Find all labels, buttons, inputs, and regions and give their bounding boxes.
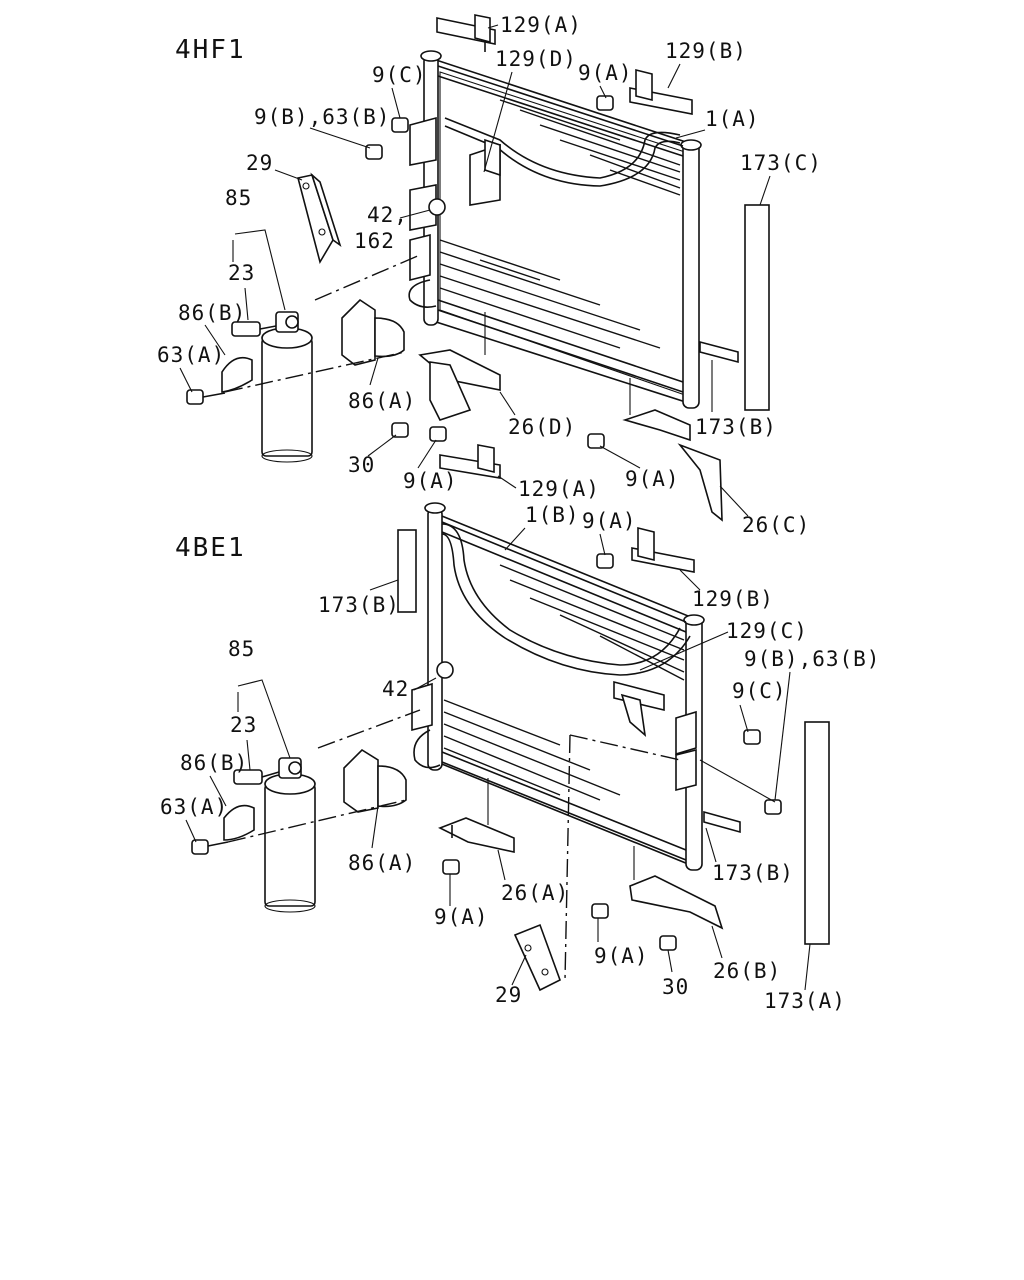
sensor-42-162 <box>428 198 446 216</box>
bracket-129b-top <box>629 68 693 115</box>
receiver-dryer-85-bottom <box>233 757 316 913</box>
label-85-bottom: 85 <box>228 637 255 661</box>
label-23-top: 23 <box>228 261 255 285</box>
label-26b: 26(B) <box>713 959 781 983</box>
bracket-129d <box>469 138 501 206</box>
label-29-bottom: 29 <box>495 983 522 1007</box>
seal-173c <box>744 204 770 411</box>
label-9c-bottom: 9(C) <box>732 679 787 703</box>
label-9c-top: 9(C) <box>372 63 427 87</box>
label-173a: 173(A) <box>764 989 846 1013</box>
bracket-26d <box>418 349 501 421</box>
label-86b-bottom: 86(B) <box>180 751 248 775</box>
clamp-86b-bottom <box>223 804 255 841</box>
label-9b-63b-top: 9(B),63(B) <box>254 105 390 129</box>
bracket-29-top <box>297 172 342 265</box>
leaders-4hf1 <box>179 24 771 517</box>
label-173c: 173(C) <box>740 151 822 175</box>
label-30-top: 30 <box>348 453 375 477</box>
bracket-26b <box>629 875 724 930</box>
bolt-9a-top-bottom <box>596 553 614 569</box>
label-9a-top: 9(A) <box>578 61 633 85</box>
bracket-29-bottom <box>513 923 561 992</box>
label-173b-left: 173(B) <box>318 593 400 617</box>
bolt-63a-bottom <box>191 839 229 855</box>
section-title-4hf1: 4HF1 <box>175 35 246 65</box>
label-1a: 1(A) <box>705 107 760 131</box>
bolt-30-top <box>391 422 409 438</box>
label-129b-top: 129(B) <box>665 39 747 63</box>
label-173b-top: 173(B) <box>695 415 777 439</box>
bolt-9a-top <box>596 95 614 111</box>
bracket-129c <box>613 680 665 738</box>
label-9a-right-top: 9(A) <box>625 467 680 491</box>
label-42-top: 42, <box>367 203 408 227</box>
label-26c: 26(C) <box>742 513 810 537</box>
bolt-63a-top <box>186 389 226 405</box>
label-86a-top: 86(A) <box>348 389 416 413</box>
bracket-26c <box>622 409 723 522</box>
label-1b: 1(B) <box>525 503 580 527</box>
label-9a-left-bottom: 9(A) <box>434 905 489 929</box>
label-173b-right: 173(B) <box>712 861 794 885</box>
label-26a: 26(A) <box>501 881 569 905</box>
bolt-9a-right-top <box>587 433 605 449</box>
label-86b-top: 86(B) <box>178 301 246 325</box>
bracket-86a-bottom <box>343 748 407 813</box>
bolt-9b-63b-bottom <box>764 799 782 815</box>
seal-173a <box>804 721 830 945</box>
seal-173b-right <box>703 810 741 834</box>
label-63a-top: 63(A) <box>157 343 225 367</box>
label-129c: 129(C) <box>726 619 808 643</box>
label-9a-mid-top: 9(A) <box>403 469 458 493</box>
bracket-129b-bottom <box>631 526 695 573</box>
label-26d: 26(D) <box>508 415 576 439</box>
section-title-4be1: 4BE1 <box>175 533 246 563</box>
bracket-26a <box>438 817 515 853</box>
bolt-9b-63b-top <box>365 144 383 160</box>
bolt-9c-bottom <box>743 729 761 745</box>
label-85-top: 85 <box>225 186 252 210</box>
sensor-42-bottom <box>436 661 454 679</box>
label-129a-top: 129(A) <box>500 13 582 37</box>
label-129d: 129(D) <box>495 47 577 71</box>
label-29-top: 29 <box>246 151 273 175</box>
bolt-9a-left-bottom <box>442 859 460 875</box>
label-42-bottom: 42 <box>382 677 409 701</box>
bolt-30-bottom <box>659 935 677 951</box>
label-30-bottom: 30 <box>662 975 689 999</box>
bolt-9a-right-bottom <box>591 903 609 919</box>
label-162: 162 <box>354 229 395 253</box>
assembly-4hf1: 4HF1 <box>157 13 822 537</box>
condenser-1b <box>413 502 705 871</box>
label-86a-bottom: 86(A) <box>348 851 416 875</box>
bracket-129a-bottom <box>439 444 501 479</box>
bracket-129a-top <box>436 14 496 52</box>
label-9a-top-bottom: 9(A) <box>582 509 637 533</box>
receiver-dryer-85-top <box>231 311 313 463</box>
bolt-9c-top <box>391 117 409 133</box>
assembly-4be1: 4BE1 <box>160 502 880 1013</box>
leaders-4be1 <box>185 527 811 991</box>
label-63a-bottom: 63(A) <box>160 795 228 819</box>
label-129a-bottom: 129(A) <box>518 477 600 501</box>
label-9b-63b-bottom: 9(B),63(B) <box>744 647 880 671</box>
label-129b-bottom: 129(B) <box>692 587 774 611</box>
label-23-bottom: 23 <box>230 713 257 737</box>
callouts-4hf1: 129(A) 129(D) 129(B) 9(C) 9(A) 9(B),63(B… <box>157 13 822 537</box>
bracket-86a-top <box>341 298 405 366</box>
callouts-4be1: 1(B) 9(A) 173(B) 129(B) 129(C) 9(B),63(B… <box>160 503 880 1013</box>
seal-173b-top <box>699 340 739 364</box>
label-9a-right-bottom: 9(A) <box>594 944 649 968</box>
seal-173b-left <box>397 529 417 613</box>
bolt-9a-mid-top <box>429 426 447 442</box>
